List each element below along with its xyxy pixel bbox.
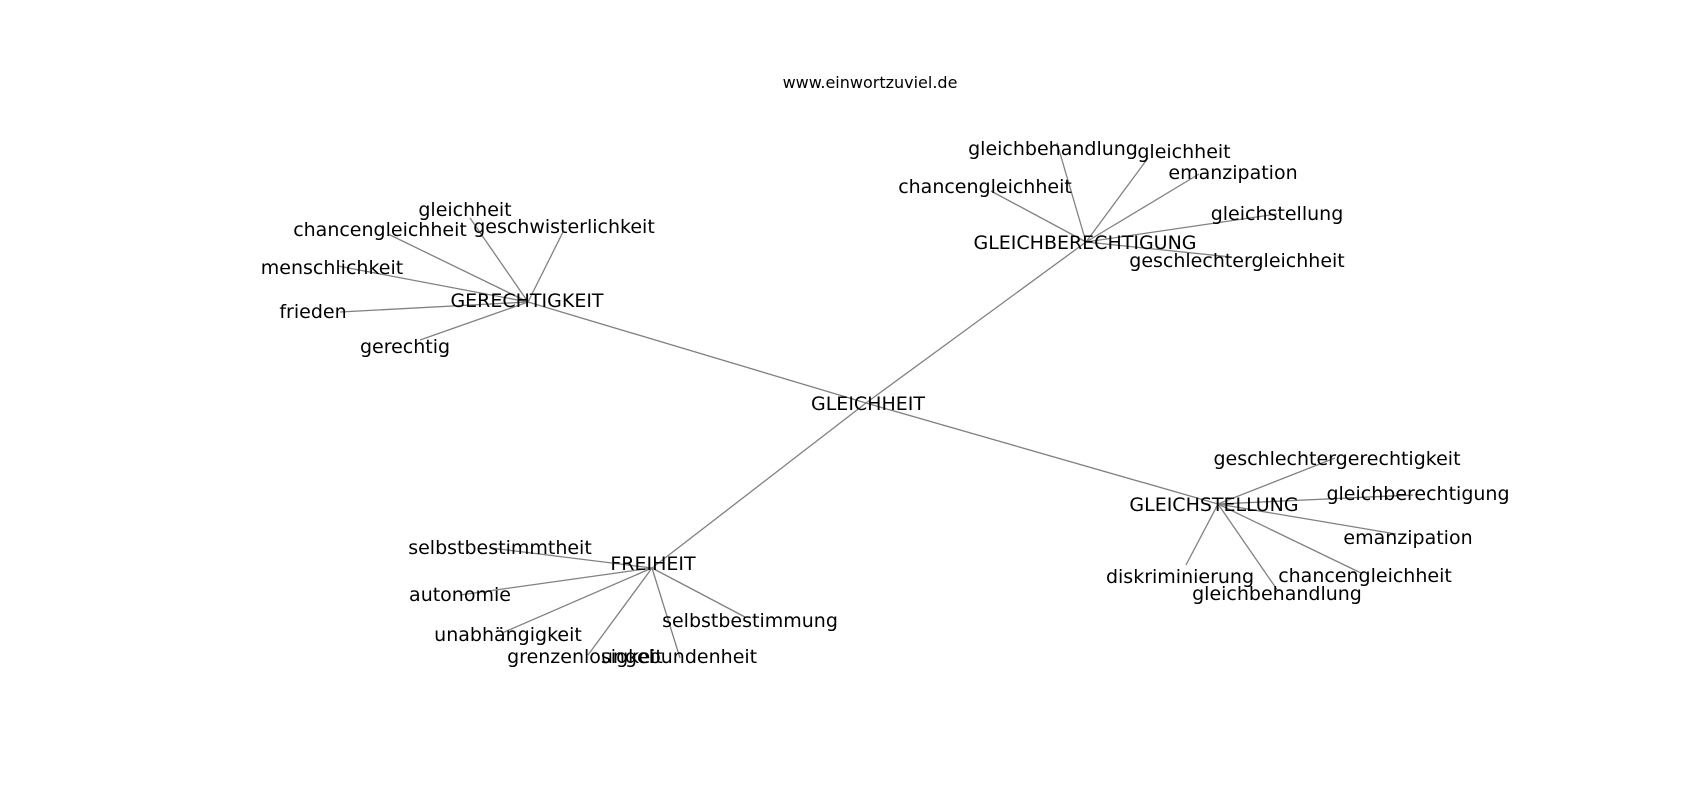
edge-hub-word: [387, 233, 529, 303]
edge-hub-word: [1217, 494, 1414, 505]
edge-hub-word: [651, 567, 681, 659]
hub-node-label: GERECHTIGKEIT: [450, 290, 603, 312]
word-node-label: diskriminierung: [1106, 566, 1254, 588]
word-node-label: gleichbehandlung: [1192, 583, 1362, 605]
word-node-label: ungebundenheit: [601, 646, 757, 668]
edge-center-hub: [865, 241, 1087, 404]
word-node-label: geschlechtergleichheit: [1129, 250, 1344, 272]
edge-hub-word: [459, 567, 653, 596]
node-labels: GLEICHHEITGERECHTIGKEITgleichheitchancen…: [261, 138, 1510, 668]
edge-hub-word: [490, 547, 653, 569]
hub-node-label: FREIHEIT: [610, 553, 696, 575]
word-node-label: gerechtig: [360, 336, 450, 358]
edge-hub-word: [1085, 213, 1278, 243]
word-node-label: gleichheit: [1137, 141, 1230, 163]
edge-hub-word: [1056, 142, 1087, 243]
word-node-label: selbstbestimmtheit: [408, 537, 592, 559]
word-node-label: emanzipation: [1343, 527, 1472, 549]
edge-hub-word: [1217, 503, 1362, 574]
edge-center-hub: [651, 402, 867, 569]
word-node-label: gleichstellung: [1211, 203, 1344, 225]
hub-node-label: GLEICHSTELLUNG: [1129, 494, 1298, 516]
edge-hub-word: [1085, 173, 1200, 243]
word-node-label: chancengleichheit: [293, 219, 467, 241]
word-node-label: grenzenlosigkeit: [507, 646, 663, 668]
edge-hub-word: [337, 265, 529, 303]
word-node-label: chancengleichheit: [898, 176, 1072, 198]
word-node-label: autonomie: [409, 584, 511, 606]
edge-hub-word: [1085, 157, 1149, 243]
edge-hub-word: [469, 217, 529, 303]
word-node-label: frieden: [279, 301, 346, 323]
word-node-label: geschlechtergerechtigkeit: [1213, 448, 1460, 470]
word-node-label: gleichheit: [418, 199, 511, 221]
edge-hub-word: [990, 190, 1087, 243]
word-node-label: selbstbestimmung: [662, 610, 838, 632]
edges: [337, 142, 1414, 659]
word-node-label: unabhängigkeit: [434, 624, 582, 646]
edge-hub-word: [1217, 457, 1336, 505]
edge-center-hub: [865, 402, 1219, 505]
word-node-label: emanzipation: [1168, 162, 1297, 184]
word-node-label: geschwisterlichkeit: [473, 216, 655, 238]
edge-hub-word: [1217, 503, 1279, 592]
edge-hub-word: [651, 567, 746, 618]
hub-node-label: GLEICHBERECHTIGUNG: [973, 232, 1196, 254]
edge-hub-word: [1185, 503, 1219, 566]
edge-hub-word: [1217, 503, 1397, 535]
edge-hub-word: [339, 301, 529, 313]
word-node-label: chancengleichheit: [1278, 565, 1452, 587]
edge-center-hub: [527, 301, 867, 404]
edge-hub-word: [527, 231, 564, 303]
site-url: www.einwortzuviel.de: [783, 73, 958, 92]
edge-hub-word: [419, 301, 529, 341]
edge-hub-word: [1085, 241, 1232, 258]
center-node-label: GLEICHHEIT: [811, 393, 925, 415]
word-node-label: gleichbehandlung: [968, 138, 1138, 160]
word-node-label: gleichberechtigung: [1326, 483, 1509, 505]
edge-hub-word: [587, 567, 653, 656]
word-node-label: menschlichkeit: [261, 257, 403, 279]
edge-hub-word: [501, 567, 653, 634]
